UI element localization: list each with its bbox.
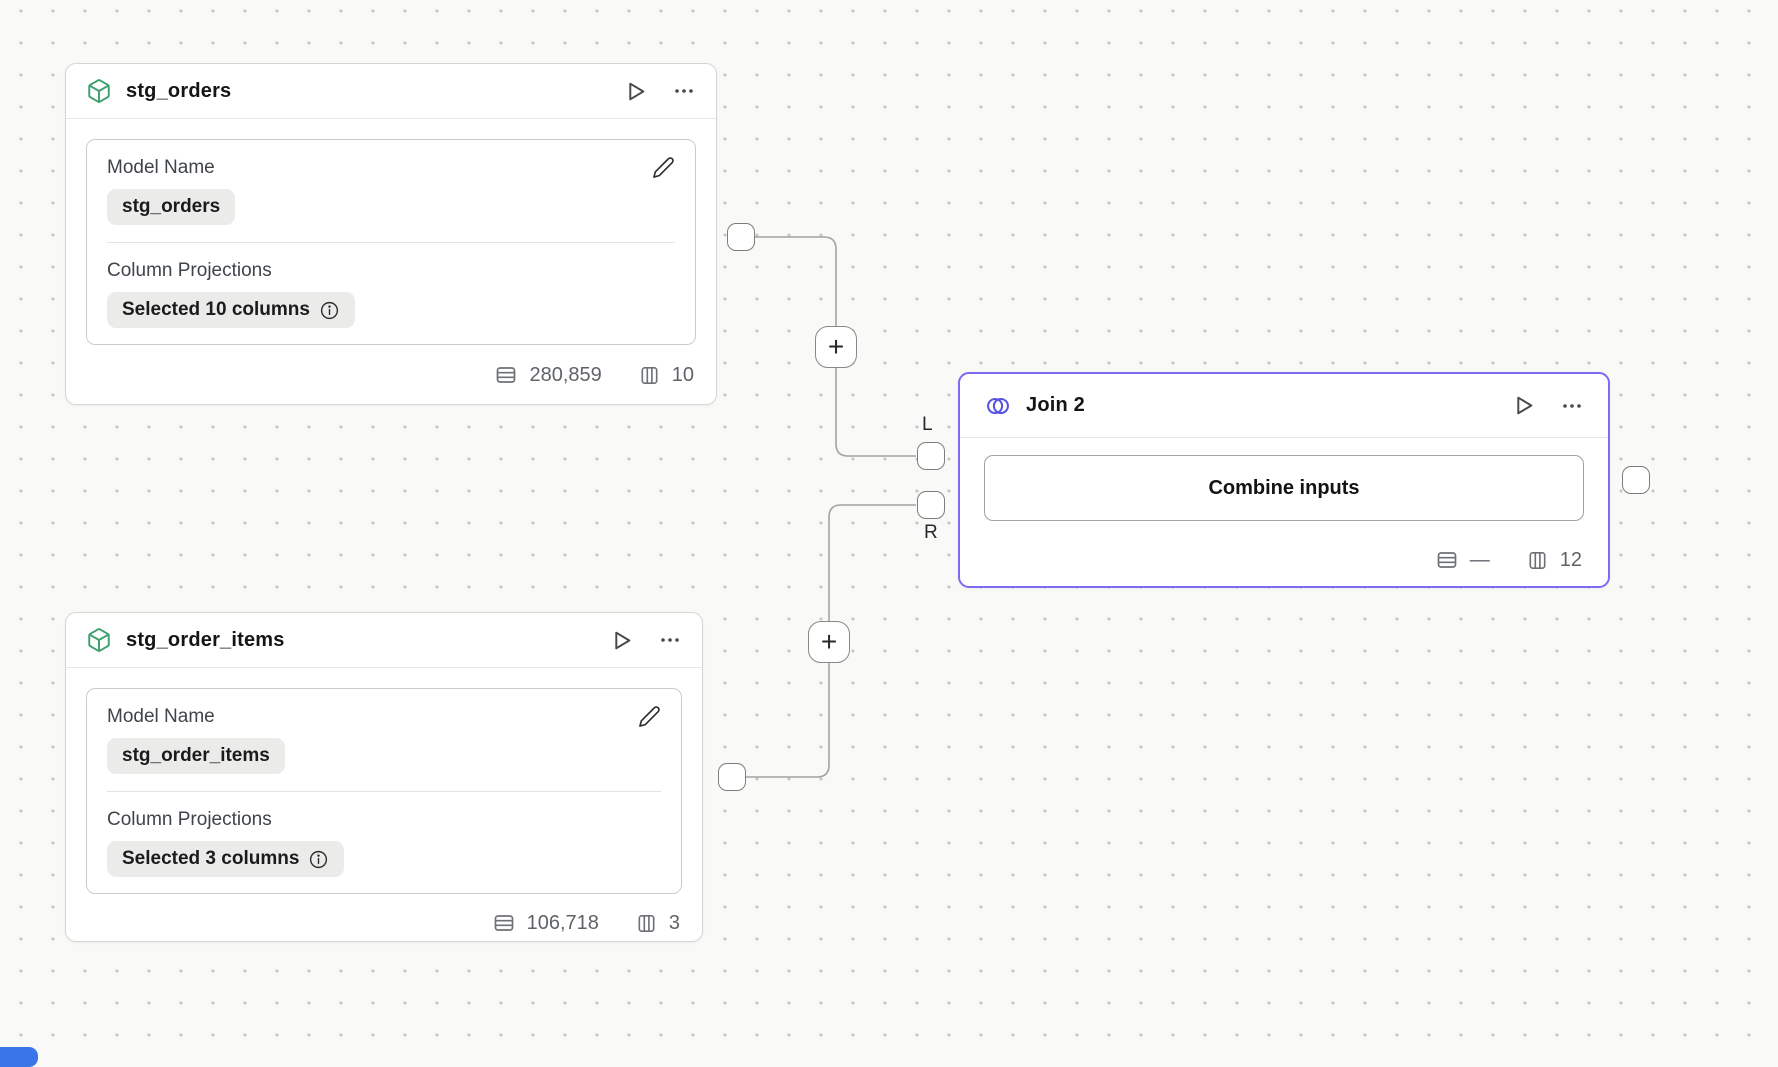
column-count: 12	[1559, 548, 1582, 571]
rows-icon	[497, 367, 516, 383]
blue-corner-element	[0, 1047, 38, 1067]
port-label-left: L	[922, 414, 933, 435]
node-title: stg_orders	[126, 79, 232, 102]
columns-icon	[1529, 551, 1546, 569]
column-projections-label: Column Projections	[107, 809, 272, 830]
node-stats-footer: 280,859 10	[66, 346, 716, 404]
model-name-value-badge: stg_orders	[107, 189, 236, 225]
node-stg-orders-header: stg_orders	[66, 64, 716, 119]
column-count: 10	[671, 363, 694, 386]
run-button[interactable]	[609, 628, 634, 653]
rows-icon	[1437, 552, 1457, 568]
node-title: Join 2	[1026, 394, 1085, 416]
columns-icon	[641, 366, 658, 384]
node-stg-orders[interactable]: stg_orders Model Name stg_orders Column	[65, 63, 717, 405]
model-name-value-badge: stg_order_items	[107, 738, 285, 774]
edit-pencil-icon[interactable]	[638, 705, 661, 728]
info-icon[interactable]	[308, 849, 329, 870]
run-button[interactable]	[623, 79, 648, 104]
row-count: 106,718	[526, 911, 599, 934]
port-stg-order-items-output[interactable]	[718, 763, 746, 791]
add-node-on-edge-button[interactable]: +	[808, 621, 850, 663]
divider	[107, 242, 675, 243]
divider	[107, 791, 661, 792]
node-stg-order-items[interactable]: stg_order_items Model Name stg_order_ite…	[65, 612, 703, 942]
join-icon	[984, 392, 1012, 420]
more-menu-icon[interactable]	[658, 628, 682, 652]
port-label-right: R	[924, 522, 938, 543]
node-join-2-header: Join 2	[960, 374, 1608, 438]
port-join-output[interactable]	[1622, 466, 1650, 494]
column-projections-value: Selected 10 columns	[122, 299, 310, 320]
more-menu-icon[interactable]	[1560, 394, 1584, 418]
node-stats-footer: 106,718 3	[66, 894, 702, 952]
edit-pencil-icon[interactable]	[652, 156, 675, 179]
node-config-card: Model Name stg_orders Column Projections…	[86, 139, 696, 345]
column-projections-label: Column Projections	[107, 260, 272, 281]
rows-icon	[494, 915, 513, 931]
add-node-on-edge-button[interactable]: +	[815, 326, 857, 368]
port-join-input-right[interactable]	[917, 491, 945, 519]
column-projections-badge[interactable]: Selected 10 columns	[107, 292, 355, 328]
column-projections-value: Selected 3 columns	[122, 848, 300, 869]
node-stats-footer: — 12	[960, 534, 1608, 586]
node-config-card: Model Name stg_order_items Column Projec…	[86, 688, 682, 894]
node-title: stg_order_items	[126, 628, 285, 651]
cube-icon	[86, 627, 112, 653]
more-menu-icon[interactable]	[672, 79, 696, 103]
run-button[interactable]	[1511, 393, 1536, 418]
node-join-2[interactable]: Join 2 Combine inputs — 12	[958, 372, 1610, 588]
row-count: 280,859	[529, 363, 602, 386]
model-name-label: Model Name	[107, 705, 215, 727]
model-name-label: Model Name	[107, 156, 215, 178]
info-icon[interactable]	[319, 300, 340, 321]
port-stg-orders-output[interactable]	[727, 223, 755, 251]
port-join-input-left[interactable]	[917, 442, 945, 470]
row-count: —	[1469, 548, 1490, 571]
node-stg-order-items-header: stg_order_items	[66, 613, 702, 668]
combine-inputs-button[interactable]: Combine inputs	[984, 455, 1584, 521]
column-projections-badge[interactable]: Selected 3 columns	[107, 841, 345, 877]
cube-icon	[86, 78, 112, 104]
columns-icon	[638, 914, 655, 932]
column-count: 3	[668, 911, 680, 934]
